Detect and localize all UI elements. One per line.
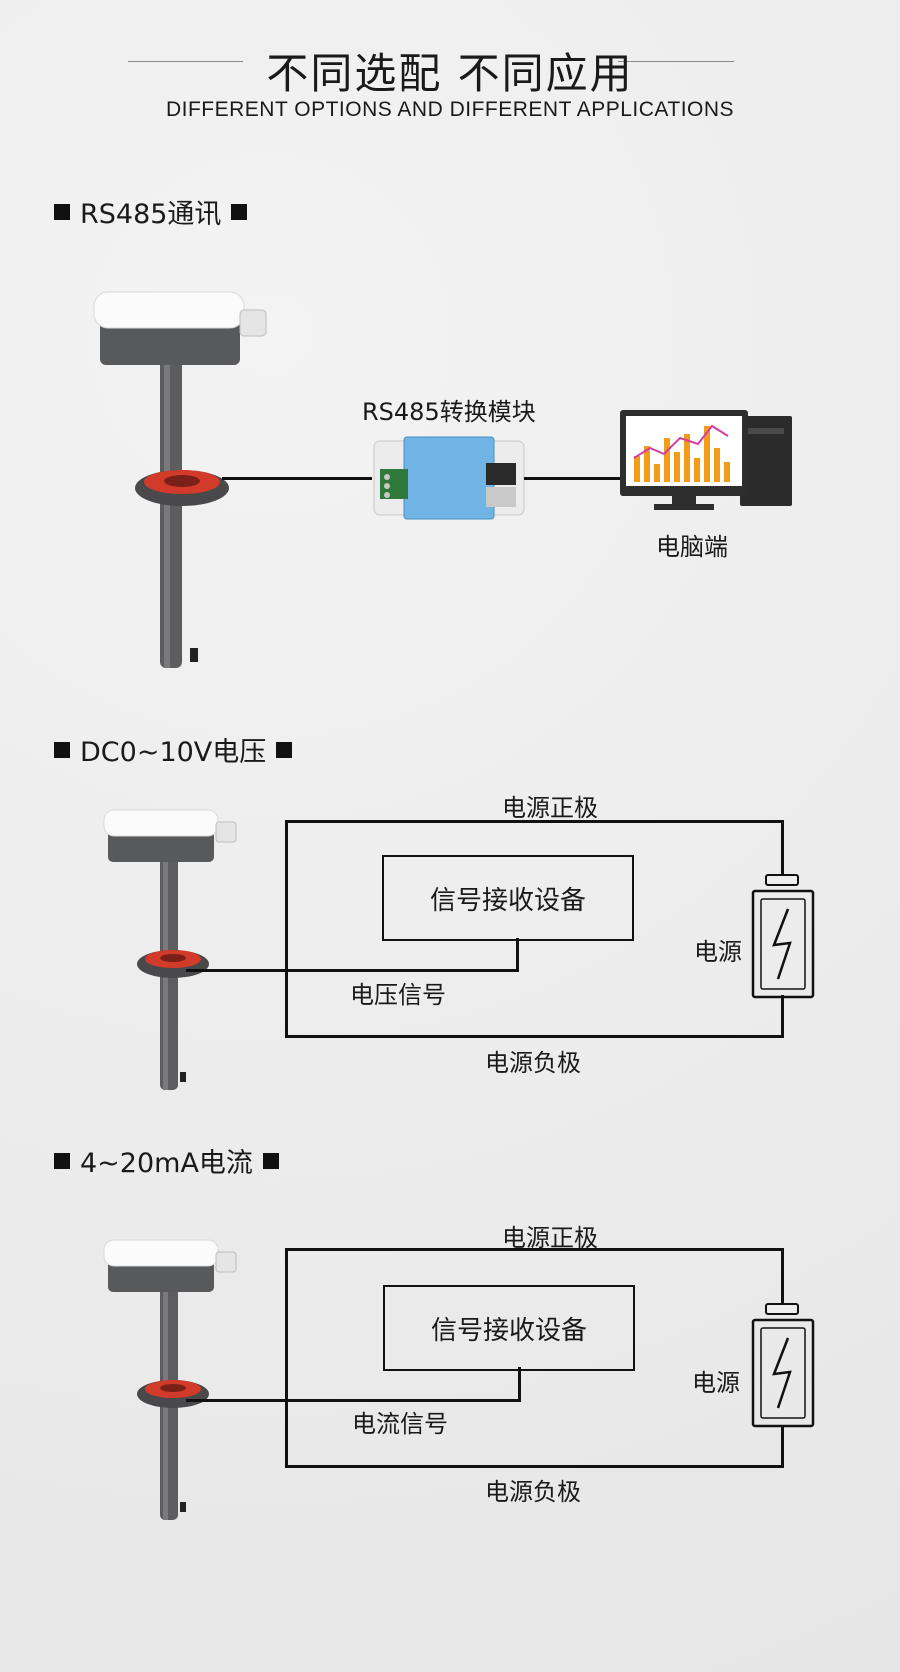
- positive-wire-top: [286, 1248, 784, 1251]
- duct-sensor-image: [103, 1239, 237, 1520]
- negative-label: 电源负极: [485, 1478, 581, 1506]
- positive-wire-right: [781, 1248, 784, 1306]
- signal-receiver-label: 信号接收设备: [429, 885, 586, 916]
- signal-label: 电压信号: [350, 981, 446, 1009]
- section-heading-voltage: DC0~10V电压: [54, 730, 293, 769]
- signal-receiver-box: 信号接收设备: [383, 1285, 635, 1371]
- bullet-square-icon: [231, 203, 248, 220]
- sensor-wire: [186, 1399, 521, 1402]
- computer-icon: [620, 410, 792, 510]
- negative-wire-right: [781, 1425, 784, 1468]
- negative-wire-bottom: [286, 1465, 784, 1468]
- module-label: RS485转换模块: [362, 398, 536, 426]
- pc-label: 电脑端: [656, 533, 728, 561]
- signal-wire-up: [516, 938, 519, 972]
- bullet-square-icon: [276, 741, 293, 758]
- signal-receiver-label: 信号接收设备: [430, 1315, 587, 1346]
- rs485-wire-sensor-module: [222, 477, 372, 480]
- bullet-square-icon: [262, 1152, 279, 1169]
- section-title: RS485通讯: [80, 199, 222, 230]
- positive-label: 电源正极: [502, 794, 598, 822]
- section-heading-current: 4~20mA电流: [54, 1141, 279, 1180]
- positive-wire-right: [781, 820, 784, 878]
- bullet-square-icon: [54, 203, 70, 220]
- section-heading-rs485: RS485通讯: [54, 192, 248, 231]
- power-label: 电源: [694, 938, 742, 966]
- power-label: 电源: [692, 1369, 740, 1397]
- positive-label: 电源正极: [502, 1224, 598, 1252]
- duct-sensor-image: [103, 809, 237, 1090]
- section-title: DC0~10V电压: [80, 737, 267, 768]
- title-rule-left: [128, 61, 243, 62]
- signal-label: 电流信号: [352, 1410, 448, 1438]
- bullet-square-icon: [54, 1152, 70, 1169]
- sensor-wire: [186, 969, 519, 972]
- circuit-wire-left: [285, 1248, 288, 1468]
- title-rule-right: [618, 61, 734, 62]
- rs485-converter-module-image: [373, 436, 525, 520]
- battery-icon: [751, 1303, 815, 1428]
- negative-wire-bottom: [286, 1035, 784, 1038]
- bullet-square-icon: [54, 741, 70, 758]
- negative-label: 电源负极: [485, 1049, 581, 1077]
- negative-wire-right: [781, 995, 784, 1038]
- page-title: 不同选配 不同应用: [266, 49, 634, 98]
- page-subtitle: DIFFERENT OPTIONS AND DIFFERENT APPLICAT…: [165, 98, 735, 121]
- duct-sensor-image: [93, 291, 267, 668]
- battery-icon: [751, 874, 815, 999]
- rs485-wire-module-pc: [524, 477, 620, 480]
- signal-wire-up: [518, 1367, 521, 1402]
- section-title: 4~20mA电流: [80, 1148, 253, 1179]
- signal-receiver-box: 信号接收设备: [382, 855, 634, 941]
- circuit-wire-left: [285, 820, 288, 1038]
- positive-wire-top: [286, 820, 784, 823]
